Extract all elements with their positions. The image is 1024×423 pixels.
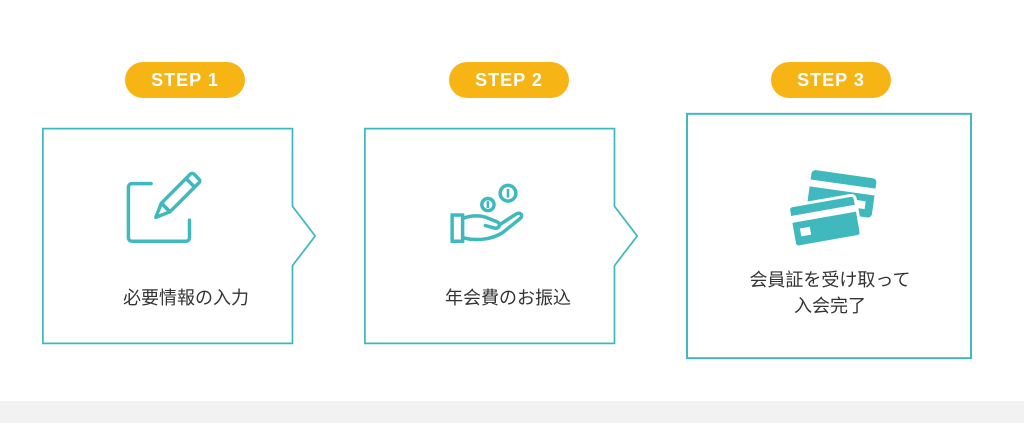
cards-icon [787, 170, 877, 249]
coins-hand-icon [450, 183, 524, 243]
step-2-badge: STEP 2 [449, 62, 569, 98]
step-2-label: 年会費のお振込 [445, 288, 571, 309]
step-1-badge: STEP 1 [125, 62, 245, 98]
bottom-band [0, 401, 1024, 423]
step-1-label: 必要情報の入力 [123, 288, 249, 309]
step-1-arrow-box-outline [42, 127, 317, 345]
step-2-box [364, 127, 639, 345]
step-3-box [686, 112, 973, 360]
step-2-arrow-box-outline [364, 127, 639, 345]
pencil-edit-icon [126, 171, 202, 243]
step-3-badge: STEP 3 [771, 62, 891, 98]
step-3-label: 会員証を受け取って 入会完了 [749, 270, 911, 317]
step-1-box [42, 127, 317, 345]
